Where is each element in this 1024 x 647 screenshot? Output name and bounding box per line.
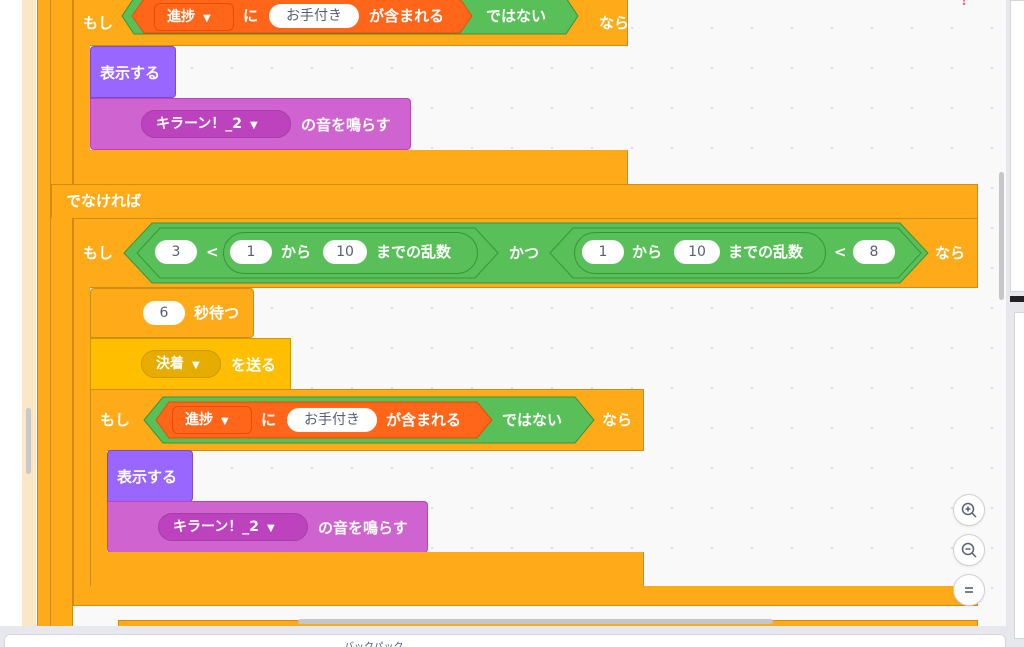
play-sound-label: の音を鳴らす	[318, 519, 408, 537]
list-name: 進捗	[185, 412, 213, 428]
vertical-scrollbar[interactable]	[999, 172, 1004, 300]
if-label: もし	[100, 411, 131, 429]
show-block-nested[interactable]: 表示する	[107, 450, 193, 502]
show-block-top[interactable]: 表示する	[90, 46, 176, 98]
broadcast-dropdown[interactable]: 決着 ▼	[141, 350, 221, 378]
list-dropdown-top[interactable]: 進捗 ▼	[154, 3, 234, 31]
backpack-panel[interactable]	[4, 634, 1006, 647]
else-arm	[51, 218, 73, 626]
show-label: 表示する	[100, 64, 161, 82]
sound-name: キラーン！_2	[173, 519, 260, 535]
contains-input-nested[interactable]: お手付き	[287, 408, 377, 432]
palette-scrollbar[interactable]	[26, 408, 31, 474]
list-name: 進捗	[167, 9, 195, 25]
dropdown-arrow-icon: ▼	[221, 416, 229, 427]
and-label: かつ	[509, 244, 540, 262]
zoom-reset-button[interactable]	[953, 574, 985, 606]
broadcast-label: を送る	[231, 356, 277, 374]
sound-dropdown-nested[interactable]: キラーン！_2 ▼	[158, 513, 308, 541]
else-label: でなければ	[66, 192, 142, 210]
lt-right-input[interactable]: 8	[853, 240, 895, 264]
wait-seconds-input[interactable]: 6	[143, 301, 185, 325]
not-label-top: ではない	[486, 7, 547, 25]
if-block-bottom-nested	[90, 552, 644, 587]
dropdown-arrow-icon: ▼	[250, 120, 258, 131]
dropdown-arrow-icon: ▼	[192, 360, 200, 371]
contains-label-nested: が含まれる	[386, 411, 462, 429]
play-sound-label: の音を鳴らす	[301, 116, 391, 134]
if-block-bottom-top	[73, 150, 628, 185]
sound-name: キラーン！_2	[156, 116, 243, 132]
random-from-input-right[interactable]: 1	[582, 240, 624, 264]
lt-symbol-right: <	[834, 243, 847, 261]
zoom-reset-icon	[965, 587, 973, 593]
dropdown-arrow-icon: ▼	[267, 523, 275, 534]
zoom-in-icon	[961, 502, 977, 518]
zoom-out-button[interactable]	[953, 534, 985, 566]
contains-input-top[interactable]: お手付き	[269, 4, 359, 28]
ni-label-nested: に	[261, 411, 277, 429]
if-arm-middle	[73, 287, 90, 587]
block-palette-edge	[0, 0, 23, 626]
then-label: なら	[602, 411, 633, 429]
if-label: もし	[83, 14, 114, 32]
not-label-nested: ではない	[502, 411, 563, 429]
backpack-label[interactable]: バックパック	[344, 638, 404, 647]
else-row: でなければ	[51, 184, 978, 219]
warning-mark: !	[961, 0, 967, 9]
zoom-in-button[interactable]	[953, 494, 985, 526]
lt-symbol-left: <	[206, 243, 219, 261]
if-arm-nested	[90, 450, 107, 553]
random-to-input-left[interactable]: 10	[323, 240, 367, 264]
outer-if-arm	[51, 0, 73, 187]
random-label-right: までの乱数	[728, 243, 804, 261]
random-from-input-left[interactable]: 1	[230, 240, 272, 264]
random-label-left: までの乱数	[376, 243, 452, 261]
palette-flyout-edge	[22, 0, 36, 626]
outer-c-arm[interactable]	[37, 0, 51, 636]
wait-label: 秒待つ	[194, 304, 240, 322]
sprite-panel-edge	[1014, 312, 1024, 639]
from-label-left: から	[281, 243, 312, 261]
then-label: なら	[935, 244, 966, 262]
broadcast-message: 決着	[156, 356, 184, 372]
ni-label-top: に	[243, 7, 259, 25]
then-label: なら	[599, 14, 630, 32]
if-arm-top	[73, 45, 90, 151]
from-label-right: から	[632, 243, 663, 261]
sound-dropdown-top[interactable]: キラーン！_2 ▼	[141, 110, 291, 138]
wait-block[interactable]: 6 秒待つ	[90, 288, 254, 338]
lt-left-input[interactable]: 3	[155, 240, 197, 264]
zoom-out-icon	[961, 542, 977, 558]
horizontal-scrollbar[interactable]	[298, 619, 773, 624]
show-label: 表示する	[117, 468, 178, 486]
if-label: もし	[83, 244, 114, 262]
random-to-input-right[interactable]: 10	[674, 240, 720, 264]
list-dropdown-nested[interactable]: 進捗 ▼	[172, 406, 252, 434]
stage-divider	[1010, 296, 1024, 302]
stage-panel-edge	[1010, 0, 1024, 292]
dropdown-arrow-icon: ▼	[203, 13, 211, 24]
contains-label-top: が含まれる	[369, 7, 445, 25]
if-block-bottom-middle	[73, 586, 978, 606]
